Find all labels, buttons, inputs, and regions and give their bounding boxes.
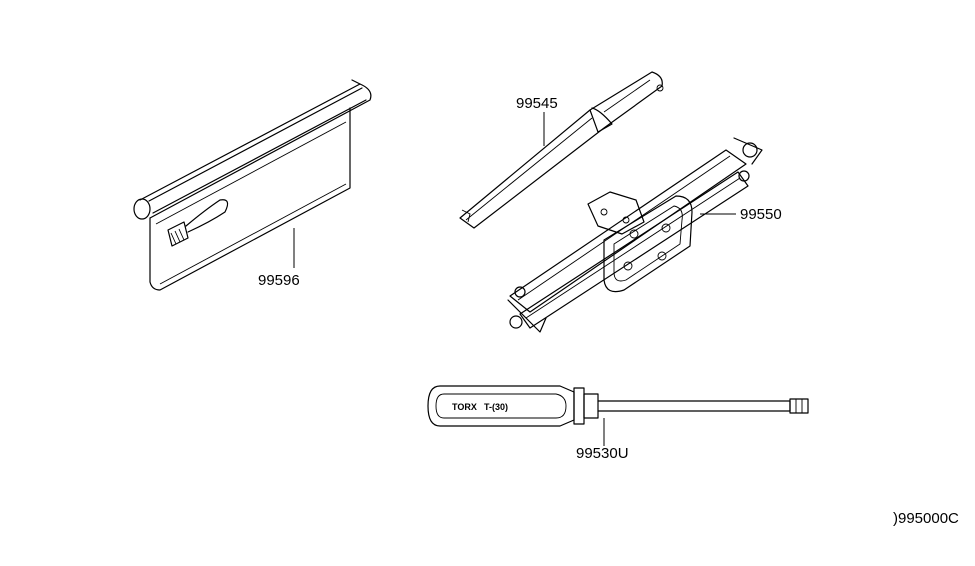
part-label-99530U[interactable]: 99530U: [576, 445, 629, 462]
part-label-99545[interactable]: 99545: [516, 95, 558, 112]
part-label-99596[interactable]: 99596: [258, 272, 300, 289]
diagram-code: )995000C: [893, 510, 959, 527]
tool-bag-icon[interactable]: [133, 79, 372, 291]
scissor-jack-icon[interactable]: [507, 137, 763, 333]
screwdriver-brand-text: TORX: [452, 402, 477, 412]
screwdriver-icon[interactable]: TORX T-(30): [427, 385, 809, 427]
screwdriver-size-text: T-(30): [484, 402, 508, 412]
part-label-99550[interactable]: 99550: [740, 206, 782, 223]
jack-handle-icon[interactable]: [459, 71, 664, 229]
